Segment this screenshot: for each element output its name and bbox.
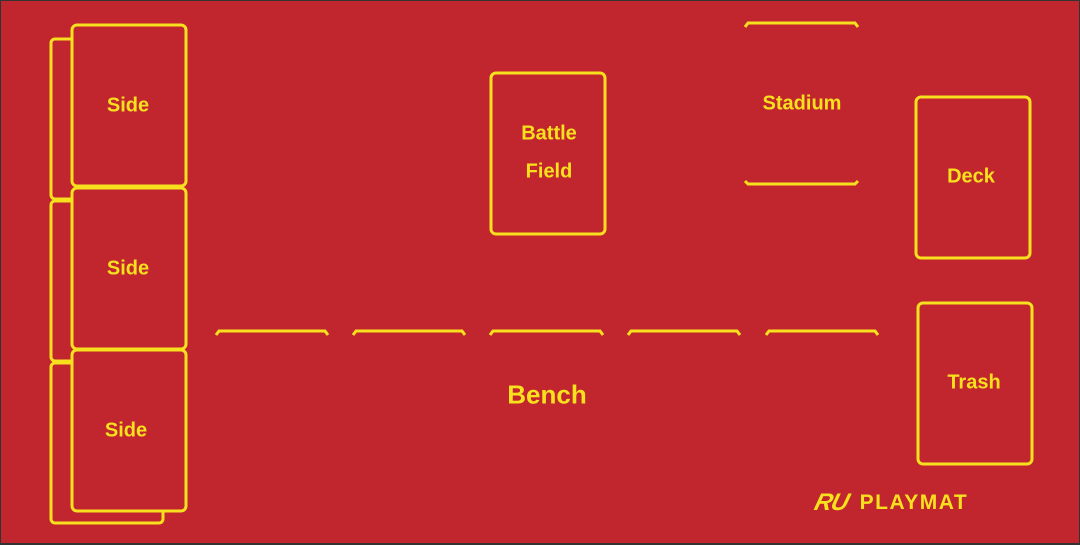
side-stack-back-1: [49, 37, 72, 201]
bench-slot-5: [764, 329, 880, 336]
stadium-label: Stadium: [762, 92, 842, 115]
bench-label: Bench: [507, 379, 587, 410]
trash-label: Trash: [947, 371, 1001, 394]
trash-zone: [916, 301, 1034, 466]
field-label: Field: [525, 160, 573, 183]
bench-slot-1: [214, 329, 330, 336]
brand-mark: RU: [811, 489, 852, 516]
brand-logo: RU PLAYMAT: [812, 489, 969, 517]
deck-zone: [914, 95, 1032, 260]
deck-label: Deck: [947, 165, 995, 188]
side-stack-back-3: [49, 361, 165, 525]
side-label-3: Side: [104, 419, 148, 442]
side-label-1: Side: [106, 94, 150, 117]
side-zone-3: [70, 348, 188, 513]
side-zone-1: [70, 23, 188, 188]
battle-label: Battle: [521, 122, 577, 145]
stadium-bracket-bottom: [743, 179, 860, 186]
bench-slot-4: [626, 329, 742, 336]
stadium-bracket-top: [743, 21, 860, 28]
side-stack-back-2: [49, 199, 72, 363]
side-label-2: Side: [106, 257, 150, 280]
bench-slot-2: [351, 329, 467, 336]
brand-name: PLAYMAT: [859, 491, 969, 514]
battle-field-zone: [489, 71, 607, 236]
bench-slot-3: [488, 329, 605, 336]
